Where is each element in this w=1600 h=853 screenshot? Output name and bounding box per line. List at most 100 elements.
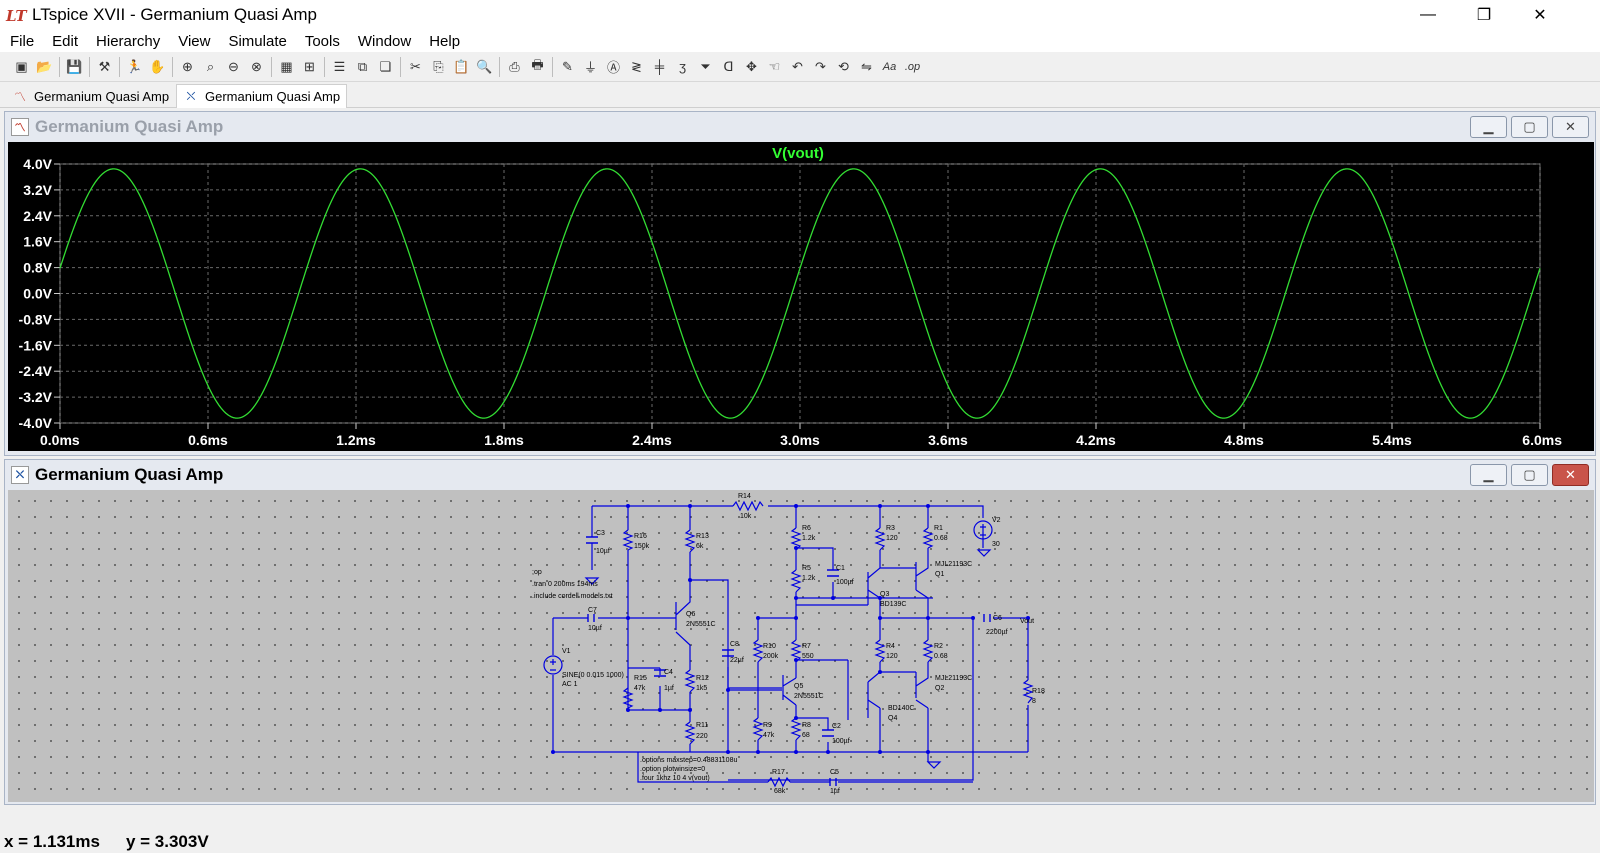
menu-view[interactable]: View — [178, 32, 211, 50]
spice-directive-tran[interactable]: .tran 0 200ms 194ms — [532, 581, 598, 588]
label-c1: C1 — [836, 565, 845, 572]
pan-icon[interactable]: ⌕ — [206, 58, 215, 74]
y-tick-label: -1.6V — [19, 337, 53, 353]
menu-file[interactable]: File — [10, 32, 35, 50]
title-bar: LT LTspice XVII - Germanium Quasi Amp — … — [0, 0, 1600, 30]
close-button[interactable]: ✕ — [1512, 0, 1568, 30]
grid-icon[interactable]: ⊞ — [304, 58, 315, 74]
menu-window[interactable]: Window — [357, 32, 412, 50]
model-q6: 2N5551C — [686, 621, 716, 628]
schematic-window-controls: ▁ ▢ ✕ — [1470, 464, 1589, 486]
value-c6: 2200µf — [986, 629, 1008, 636]
resistor-icon[interactable]: ≷ — [631, 58, 642, 74]
y-tick-label: 0.8V — [23, 260, 52, 276]
schematic-window: ⛌ Germanium Quasi Amp ▁ ▢ ✕ — [4, 459, 1596, 805]
label-q1: Q1 — [935, 571, 944, 578]
waveform-maximize-button[interactable]: ▢ — [1511, 116, 1548, 138]
schematic-drawing[interactable]: R14 10k C3 10µf R16 150k R13 6k R6 1.2k … — [8, 490, 1594, 802]
print-setup-icon[interactable]: ⎙ — [509, 58, 520, 74]
text-icon[interactable]: Aa — [882, 60, 897, 73]
y-tick-label: -3.2V — [19, 389, 53, 405]
spice-directive-op[interactable]: ;op — [532, 569, 542, 576]
menu-bar: File Edit Hierarchy View Simulate Tools Window… — [0, 30, 1600, 52]
halt-icon[interactable]: ✋ — [149, 58, 166, 74]
menu-tools[interactable]: Tools — [304, 32, 340, 50]
run-icon[interactable]: 🏃 — [126, 58, 143, 74]
schematic-close-button[interactable]: ✕ — [1552, 464, 1589, 486]
tab-schematic[interactable]: ⛌ Germanium Quasi Amp — [176, 84, 348, 108]
schematic-maximize-button[interactable]: ▢ — [1511, 464, 1548, 486]
tab-label: Germanium Quasi Amp — [34, 88, 170, 104]
tab-waveform[interactable]: 〽 Germanium Quasi Amp — [6, 84, 175, 108]
find-icon[interactable]: 🔍 — [476, 58, 493, 74]
value-r12: 1k5 — [696, 685, 707, 692]
menu-simulate[interactable]: Simulate — [228, 32, 287, 50]
schematic-minimize-button[interactable]: ▁ — [1470, 464, 1507, 486]
label-net-icon[interactable]: Ⓐ — [606, 60, 620, 75]
save-icon[interactable]: 💾 — [66, 58, 83, 74]
menu-edit[interactable]: Edit — [52, 32, 79, 50]
move-icon[interactable]: ✥ — [746, 58, 757, 74]
minimize-icon: ▁ — [1483, 467, 1494, 482]
toolbar-separator — [172, 56, 173, 77]
tile-horizontal-icon[interactable]: ☰ — [333, 58, 346, 74]
label-r18: R18 — [1032, 688, 1045, 695]
label-c6: C6 — [993, 615, 1002, 622]
spice-directive-plotwinsize[interactable]: .option plotwinsize=0 — [640, 766, 705, 773]
value-c7: 10µf — [588, 625, 602, 632]
schematic-canvas[interactable]: R14 10k C3 10µf R16 150k R13 6k R6 1.2k … — [8, 490, 1594, 802]
autorange-icon[interactable]: ▦ — [280, 58, 293, 74]
maximize-button[interactable]: ❐ — [1456, 0, 1512, 30]
x-tick-label: 2.4ms — [632, 432, 672, 448]
waveform-close-button[interactable]: ✕ — [1552, 116, 1589, 138]
drag-icon[interactable]: ☜ — [768, 58, 781, 74]
zoom-out-icon[interactable]: ⊖ — [228, 58, 239, 74]
open-icon[interactable]: 📂 — [36, 58, 53, 74]
label-r16: R16 — [634, 533, 647, 540]
menu-hierarchy[interactable]: Hierarchy — [96, 32, 161, 50]
x-tick-label: 4.2ms — [1076, 432, 1116, 448]
spice-directive-icon[interactable]: .op — [904, 60, 921, 73]
label-r4: R4 — [886, 643, 895, 650]
model-q3: BD139C — [880, 601, 906, 608]
label-r2: R2 — [934, 643, 943, 650]
waveform-minimize-button[interactable]: ▁ — [1470, 116, 1507, 138]
control-panel-icon[interactable]: ⚒ — [98, 58, 111, 74]
tile-vertical-icon[interactable]: ⧉ — [357, 58, 368, 74]
new-schematic-icon[interactable]: ▣ — [15, 58, 28, 74]
paste-icon[interactable]: 📋 — [453, 58, 470, 74]
cascade-icon[interactable]: ❏ — [379, 58, 392, 74]
menu-help[interactable]: Help — [429, 32, 461, 50]
spice-directive-include[interactable]: .include cordell models.txt — [532, 593, 613, 600]
x-tick-label: 0.6ms — [188, 432, 228, 448]
window-title: LTspice XVII - Germanium Quasi Amp — [32, 5, 318, 24]
value-c8: 22µf — [730, 657, 744, 664]
zoom-in-icon[interactable]: ⊕ — [182, 58, 193, 74]
draw-wire-icon[interactable]: ✎ — [562, 58, 573, 74]
inductor-icon[interactable]: ʒ — [678, 59, 687, 74]
print-icon[interactable]: 🖶 — [531, 56, 544, 72]
rotate-icon[interactable]: ⟲ — [838, 58, 849, 74]
zoom-cancel-icon[interactable]: ⊗ — [251, 58, 262, 74]
redo-icon[interactable]: ↷ — [815, 58, 826, 74]
copy-icon[interactable]: ⎘ — [433, 58, 444, 74]
capacitor-icon[interactable]: ╪ — [654, 59, 665, 74]
model-q2: MJL21193C — [935, 675, 972, 682]
cut-icon[interactable]: ✂ — [410, 58, 421, 74]
mirror-icon[interactable]: ⇋ — [861, 58, 872, 74]
value-v1: SINE(0 0.015 1000) — [562, 672, 624, 679]
diode-icon[interactable]: ⏷ — [700, 58, 711, 74]
waveform-chart[interactable]: V(vout) 4.0V3.2V2.4V1.6V0.8V0.0V-0.8V-1.… — [8, 142, 1594, 451]
component-icon[interactable]: ᗡ — [723, 58, 734, 74]
spice-directive-options[interactable]: .options maxstep=0.48831108u — [640, 757, 737, 764]
undo-icon[interactable]: ↶ — [792, 58, 803, 74]
value-r16: 150k — [634, 543, 650, 550]
y-tick-label: 0.0V — [23, 286, 52, 302]
spice-directive-four[interactable]: .four 1khz 10 4 v(vout) — [640, 775, 710, 782]
toolbar-separator — [324, 56, 325, 77]
y-tick-label: 2.4V — [23, 208, 52, 224]
ground-icon[interactable]: ⏚ — [583, 60, 597, 75]
minimize-button[interactable]: — — [1400, 0, 1456, 30]
